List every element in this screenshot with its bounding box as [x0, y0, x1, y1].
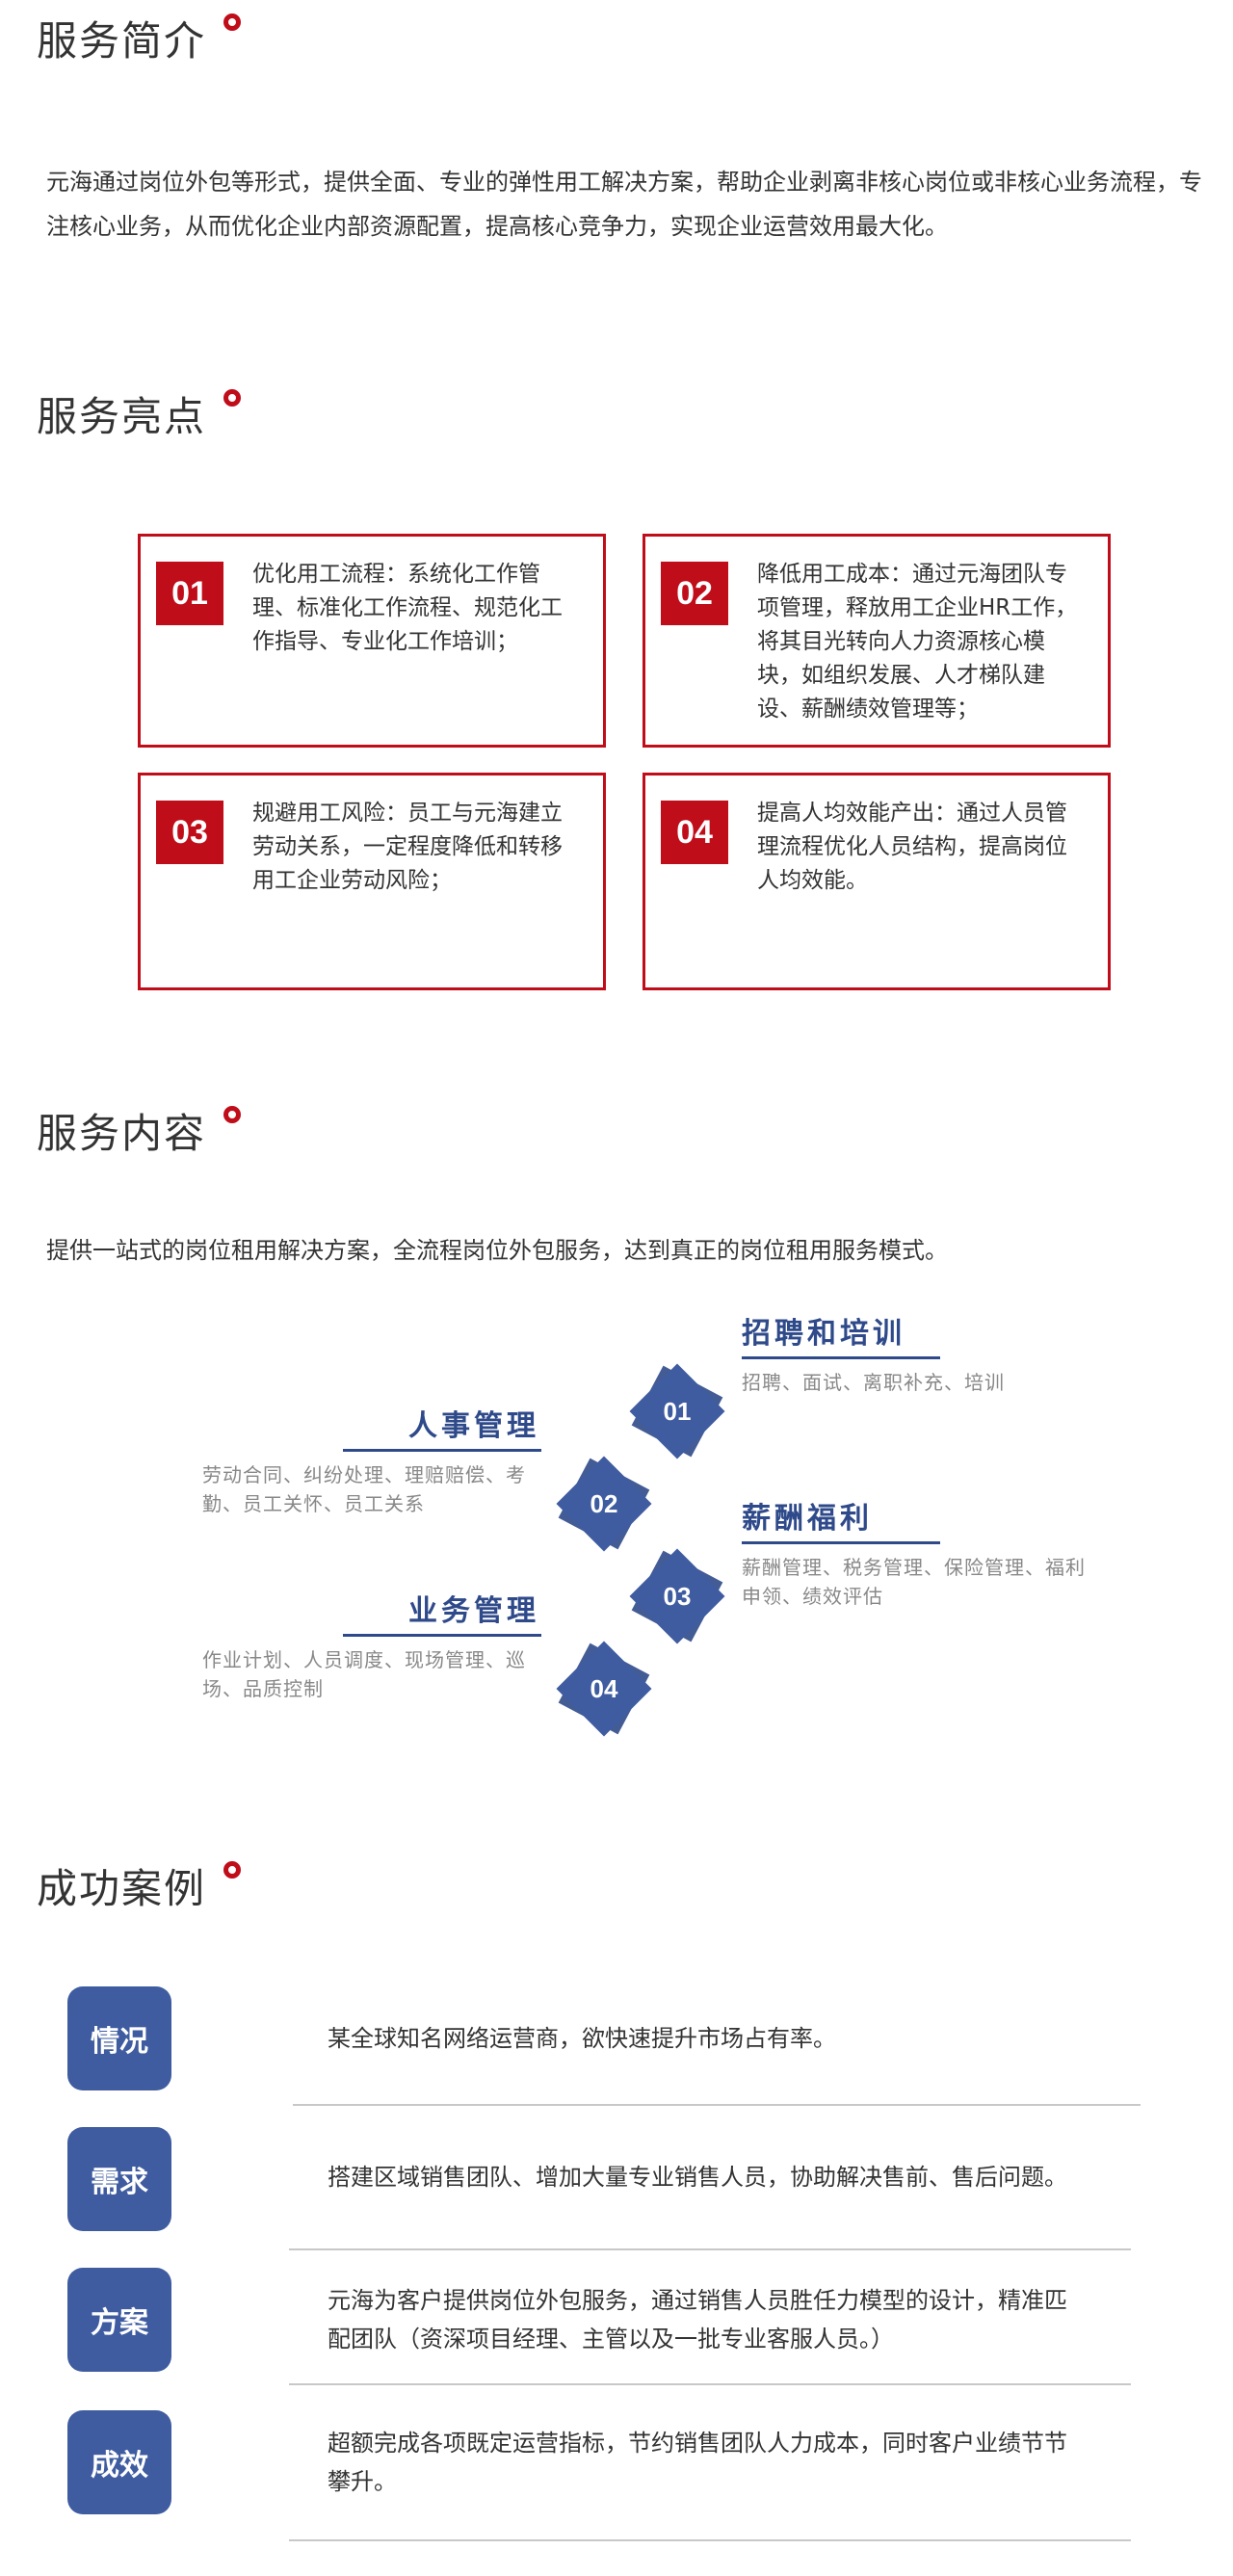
highlight-number: 02	[661, 562, 728, 625]
case-label-badge: 成效	[67, 2410, 171, 2514]
diamond-number: 01	[663, 1396, 692, 1426]
diamond-number: 02	[590, 1488, 618, 1518]
service-description: 劳动合同、纠纷处理、理赔赔偿、考勤、员工关怀、员工关系	[202, 1463, 526, 1515]
service-title: 薪酬福利	[742, 1502, 873, 1536]
case-label-badge: 需求	[67, 2127, 171, 2231]
intro-paragraph: 元海通过岗位外包等形式，提供全面、专业的弹性用工解决方案，帮助企业剥离非核心岗位…	[46, 169, 1202, 240]
diamond-badge: 01	[624, 1358, 725, 1459]
case-label-badge: 方案	[67, 2268, 171, 2372]
service-description: 作业计划、人员调度、现场管理、巡场、品质控制	[202, 1648, 526, 1700]
service-underline	[742, 1356, 940, 1359]
highlight-number: 03	[156, 801, 223, 864]
diamond-number: 03	[663, 1581, 692, 1611]
service-description: 招聘、面试、离职补充、培训	[742, 1371, 1005, 1394]
highlight-text: 降低用工成本：通过元海团队专项管理，释放用工企业HR工作，将其目光转向人力资源核…	[757, 562, 1078, 722]
highlight-text: 规避用工风险：员工与元海建立劳动关系，一定程度降低和转移用工企业劳动风险；	[252, 801, 563, 893]
case-label-badge: 情况	[67, 1986, 171, 2090]
case-divider	[293, 2104, 1141, 2106]
content-subtitle: 提供一站式的岗位租用解决方案，全流程岗位外包服务，达到真正的岗位租用服务模式。	[46, 1237, 948, 1264]
highlight-card: 04 提高人均效能产出：通过人员管理流程优化人员结构，提高岗位人均效能。	[643, 773, 1111, 990]
service-underline	[343, 1634, 541, 1637]
highlight-text: 优化用工流程：系统化工作管理、标准化工作流程、规范化工作指导、专业化工作培训；	[252, 562, 563, 654]
title-circle-icon	[223, 1106, 241, 1123]
service-underline	[742, 1541, 940, 1544]
diamond-badge: 04	[551, 1636, 652, 1737]
title-circle-icon	[223, 389, 241, 407]
section-title-highlights: 服务亮点	[37, 393, 207, 440]
diamond-badge: 03	[624, 1543, 725, 1644]
service-underline	[343, 1449, 541, 1452]
case-text: 搭建区域销售团队、增加大量专业销售人员，协助解决售前、售后问题。	[328, 2164, 1067, 2191]
case-text: 元海为客户提供岗位外包服务，通过销售人员胜任力模型的设计，精准匹配团队（资深项目…	[328, 2287, 1067, 2353]
service-title: 业务管理	[408, 1594, 539, 1628]
title-circle-icon	[223, 13, 241, 31]
highlight-card: 02 降低用工成本：通过元海团队专项管理，释放用工企业HR工作，将其目光转向人力…	[643, 534, 1111, 748]
highlight-number: 01	[156, 562, 223, 625]
section-title-cases: 成功案例	[37, 1865, 207, 1912]
case-divider	[289, 2248, 1131, 2250]
diamond-number: 04	[590, 1673, 618, 1703]
service-description: 薪酬管理、税务管理、保险管理、福利申领、绩效评估	[742, 1556, 1086, 1608]
highlight-number: 04	[661, 801, 728, 864]
case-divider	[289, 2383, 1131, 2385]
section-title-content: 服务内容	[37, 1110, 207, 1157]
diamond-badge: 02	[551, 1451, 652, 1552]
highlight-card: 01 优化用工流程：系统化工作管理、标准化工作流程、规范化工作指导、专业化工作培…	[138, 534, 606, 748]
case-text: 某全球知名网络运营商，欲快速提升市场占有率。	[328, 2025, 836, 2052]
highlight-text: 提高人均效能产出：通过人员管理流程优化人员结构，提高岗位人均效能。	[757, 801, 1067, 893]
case-text: 超额完成各项既定运营指标，节约销售团队人力成本，同时客户业绩节节攀升。	[328, 2430, 1067, 2495]
case-divider	[289, 2539, 1131, 2541]
title-circle-icon	[223, 1861, 241, 1879]
service-title: 招聘和培训	[742, 1317, 905, 1351]
highlight-card: 03 规避用工风险：员工与元海建立劳动关系，一定程度降低和转移用工企业劳动风险；	[138, 773, 606, 990]
service-title: 人事管理	[408, 1409, 539, 1443]
section-title-intro: 服务简介	[37, 17, 207, 65]
